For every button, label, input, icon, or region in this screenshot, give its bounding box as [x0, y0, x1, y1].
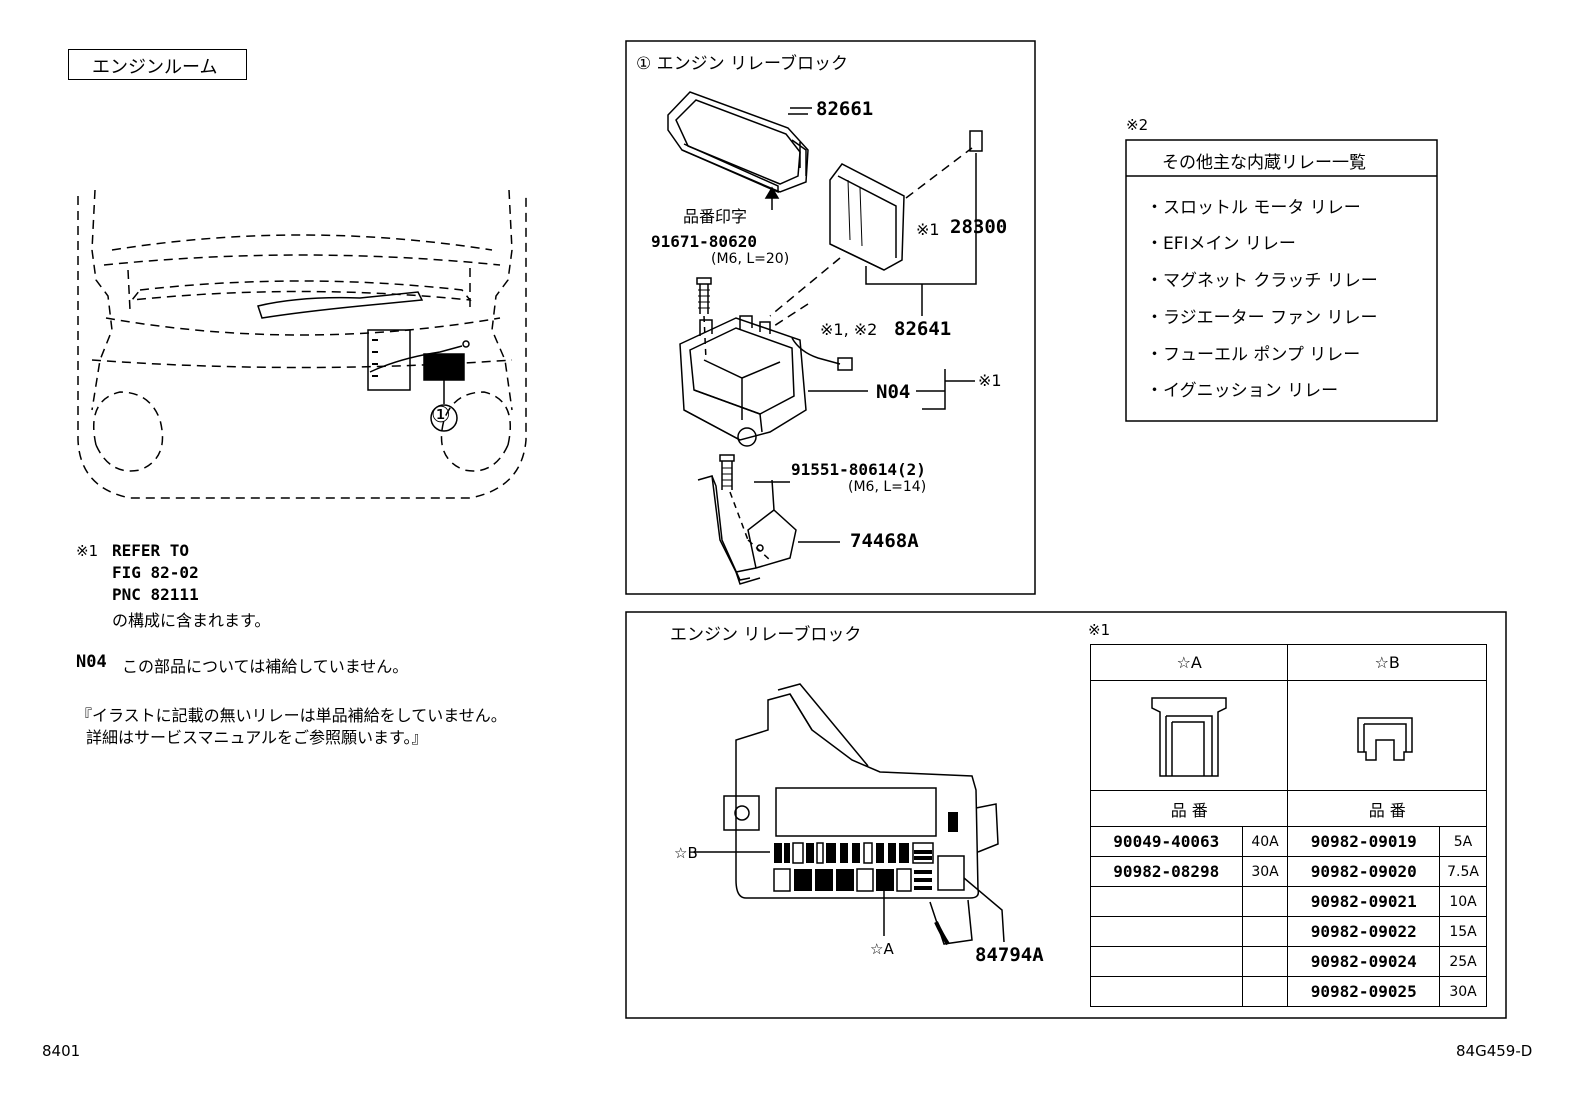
- block-mark: ※1, ※2: [820, 320, 878, 339]
- part-91551-80614: 91551-80614(2): [791, 460, 926, 479]
- pn-b: 90982-09021: [1287, 886, 1441, 917]
- relay-cover-illustration: [667, 91, 809, 210]
- relay-list-item: ・フューエル ポンプ リレー: [1146, 345, 1361, 365]
- amp-a: 40A: [1241, 826, 1289, 857]
- amp-a: [1241, 916, 1289, 947]
- pn-a: [1090, 976, 1243, 1007]
- relay-list-mark: ※2: [1126, 116, 1149, 134]
- relay-list-item: ・マグネット クラッチ リレー: [1146, 271, 1378, 291]
- part-82661: 82661: [816, 98, 874, 120]
- table-mark: ※1: [1088, 621, 1111, 639]
- footer-right-code: 84G459-D: [1456, 1042, 1533, 1060]
- engine-room-title-box: [68, 49, 247, 80]
- amp-a: [1241, 976, 1289, 1007]
- relay-list-item: ・イグニッション リレー: [1146, 381, 1339, 401]
- table-row: 90982-08298 30A 90982-09020 7.5A: [1090, 856, 1487, 887]
- star-b-label: ☆B: [674, 844, 698, 862]
- table-row: 90982-09025 30A: [1090, 976, 1487, 1007]
- relay-block-illustration: [679, 257, 975, 447]
- note1-mark: ※1: [76, 542, 99, 560]
- relay-list-header: その他主な内蔵リレー一覧: [1162, 153, 1366, 173]
- fuse-row-a: [773, 868, 932, 892]
- pn-header-b: 品 番: [1287, 790, 1487, 827]
- part-84794a: 84794A: [975, 944, 1044, 966]
- note1-line-1: REFER TO: [112, 541, 190, 560]
- vehicle-front-illustration: [77, 189, 527, 499]
- amp-a: [1241, 886, 1289, 917]
- fuse-row-b: [774, 812, 965, 891]
- col-a-header: ☆A: [1089, 644, 1289, 681]
- amp-b: 25A: [1439, 946, 1487, 977]
- pn-a: [1090, 946, 1243, 977]
- pn-a: [1090, 916, 1243, 947]
- location-callout: ①: [431, 403, 451, 428]
- relay-list-item: ・スロットル モータ リレー: [1146, 198, 1361, 218]
- amp-b: 15A: [1439, 916, 1487, 947]
- amp-b: 5A: [1439, 826, 1487, 857]
- note-relay-line-2: 詳細はサービスマニュアルをご参照願います。』: [86, 728, 428, 747]
- bolt-illustration: [696, 277, 712, 361]
- relay-list-frame: [1125, 139, 1438, 422]
- relay-list-item: ・ラジエーター ファン リレー: [1146, 308, 1378, 328]
- fuse-table: ☆A ☆B 品 番 品 番 90049-40063 40A 90982-0901…: [1089, 644, 1487, 1007]
- leader-lines: [754, 107, 945, 543]
- ecu-illustration: [829, 130, 983, 285]
- note-n04-code: N04: [76, 652, 107, 672]
- bolt1-spec: (M6, L=20): [711, 251, 790, 267]
- cover-stamp-label: 品番印字: [683, 207, 748, 226]
- note-relay-line-1: 『イラストに記載の無いリレーは単品補給をしていません。: [76, 706, 507, 725]
- fuse-b-image-cell: [1287, 680, 1487, 791]
- pn-b: 90982-09020: [1287, 856, 1441, 887]
- table-row: 90982-09024 25A: [1090, 946, 1487, 977]
- amp-a: 30A: [1241, 856, 1289, 887]
- bolt2-spec: (M6, L=14): [848, 479, 927, 495]
- engine-room-title: エンジンルーム: [92, 57, 218, 78]
- table-row: 90982-09021 10A: [1090, 886, 1487, 917]
- table-row: 90982-09022 15A: [1090, 916, 1487, 947]
- part-82641: 82641: [894, 318, 952, 340]
- pn-a: 90049-40063: [1090, 826, 1243, 857]
- fuse-a-image-cell: [1089, 680, 1289, 791]
- amp-b: 10A: [1439, 886, 1487, 917]
- amp-a: [1241, 946, 1289, 977]
- note1-line-2: FIG 82-02: [112, 563, 199, 582]
- bottom-title: エンジン リレーブロック: [670, 625, 862, 645]
- note1-line-4: の構成に含まれます。: [112, 611, 271, 630]
- star-a-label: ☆A: [870, 940, 894, 958]
- relay-block-title: ① エンジン リレーブロック: [636, 54, 849, 74]
- part-74468a: 74468A: [850, 530, 919, 552]
- relay-list-item: ・EFIメイン リレー: [1146, 234, 1296, 254]
- amp-b: 30A: [1439, 976, 1487, 1007]
- amp-b: 7.5A: [1439, 856, 1487, 887]
- pn-a: 90982-08298: [1090, 856, 1243, 887]
- pn-header-a: 品 番: [1089, 790, 1289, 827]
- ecu-mark: ※1: [916, 220, 940, 239]
- bracket-illustration: [697, 475, 797, 585]
- bolt-2-illustration: [719, 454, 749, 541]
- table-row: 90049-40063 40A 90982-09019 5A: [1090, 826, 1487, 857]
- footer-left-code: 8401: [42, 1042, 81, 1060]
- note-n04-text: この部品については補給していません。: [122, 657, 409, 676]
- pn-b: 90982-09024: [1287, 946, 1441, 977]
- part-91671-80620: 91671-80620: [651, 232, 757, 251]
- pn-b: 90982-09025: [1287, 976, 1441, 1007]
- pn-b: 90982-09019: [1287, 826, 1441, 857]
- col-b-header: ☆B: [1287, 644, 1487, 681]
- note1-line-3: PNC 82111: [112, 585, 199, 604]
- part-28300: 28300: [950, 216, 1008, 238]
- relay-block-top-view: [694, 683, 1005, 946]
- bottom-frame: [625, 611, 1507, 1019]
- relay-block-frame: [625, 40, 1036, 595]
- pn-b: 90982-09022: [1287, 916, 1441, 947]
- part-n04: N04: [876, 381, 911, 403]
- n04-mark: ※1: [978, 371, 1002, 390]
- pn-a: [1090, 886, 1243, 917]
